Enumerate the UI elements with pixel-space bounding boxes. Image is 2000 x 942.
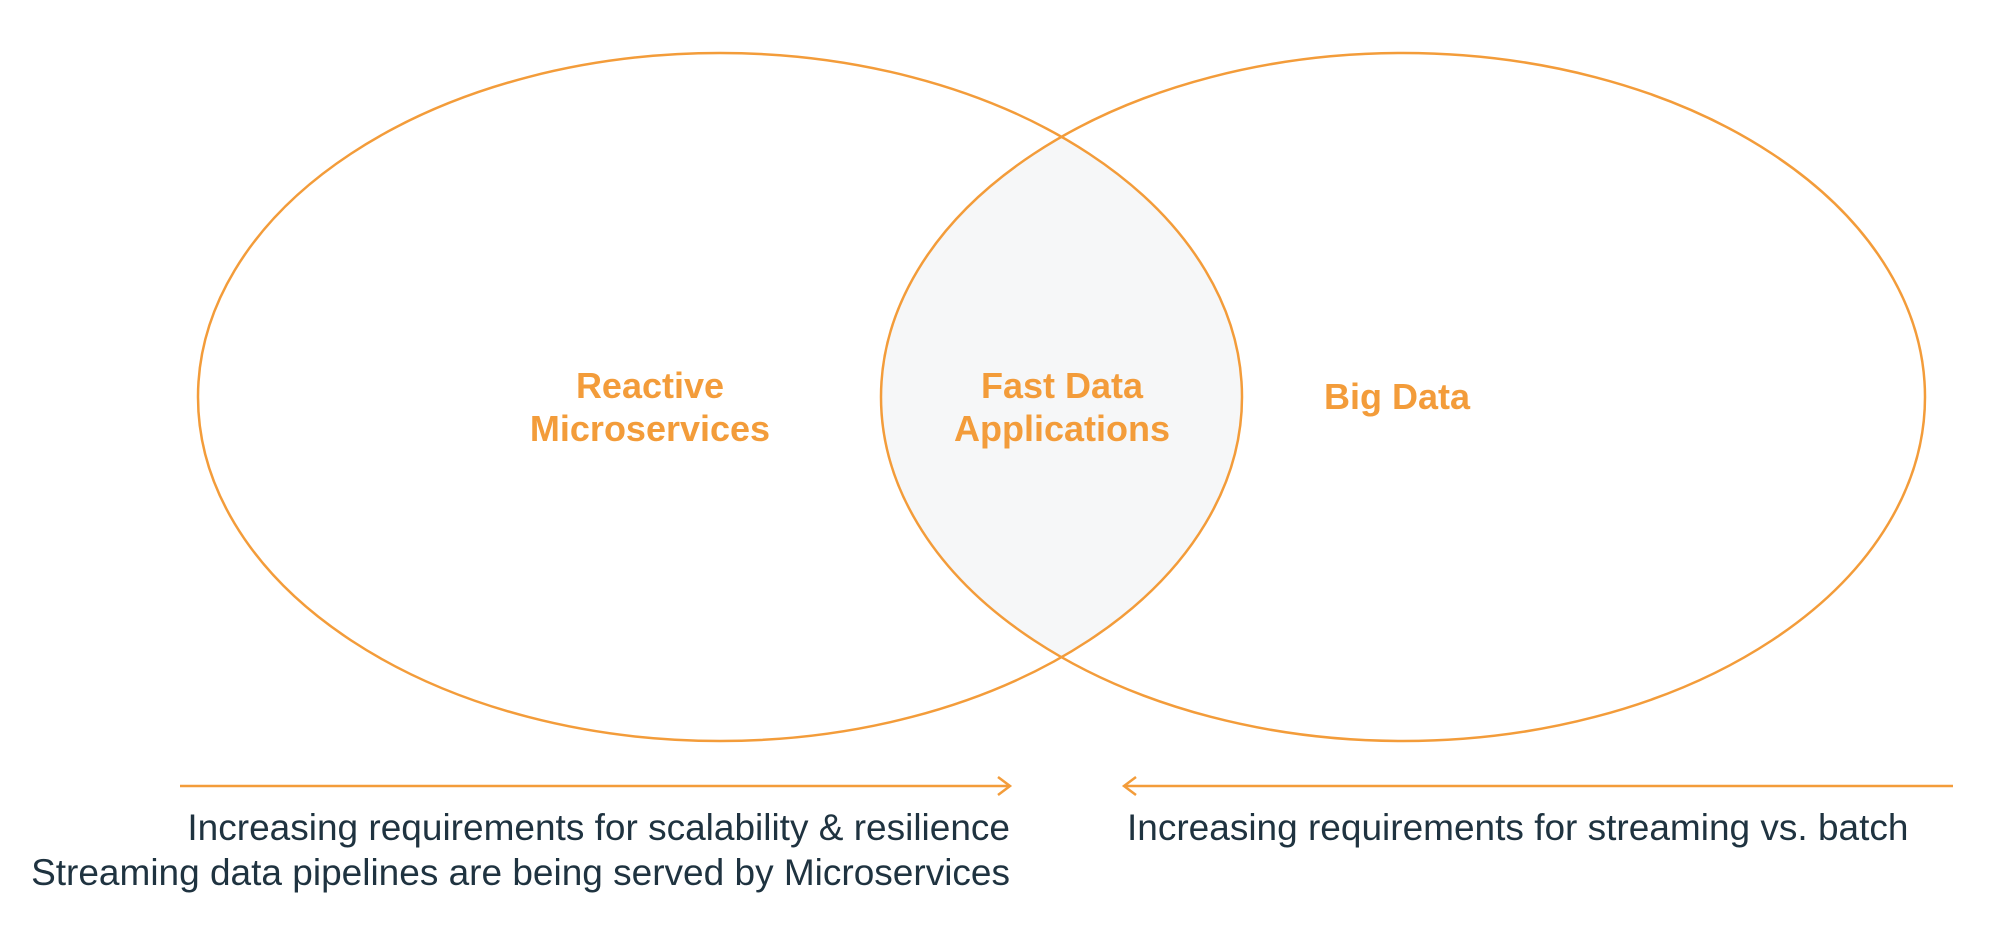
right-circle-label: Big Data xyxy=(1324,376,1471,417)
right-pointing-arrow xyxy=(180,776,1013,796)
intersection-label-line1: Fast Data xyxy=(981,365,1144,406)
left-caption-line1: Increasing requirements for scalability … xyxy=(187,807,1010,848)
left-circle-label-line2: Microservices xyxy=(530,408,770,449)
left-circle-label-line1: Reactive xyxy=(576,365,724,406)
left-circle xyxy=(196,51,1244,743)
right-caption-line1: Increasing requirements for streaming vs… xyxy=(1127,807,1908,848)
intersection-label-line2: Applications xyxy=(954,408,1170,449)
intersection-region xyxy=(881,53,1242,741)
left-pointing-arrow xyxy=(1121,776,1953,796)
right-circle xyxy=(879,51,1927,743)
left-caption-line2: Streaming data pipelines are being serve… xyxy=(31,852,1010,893)
